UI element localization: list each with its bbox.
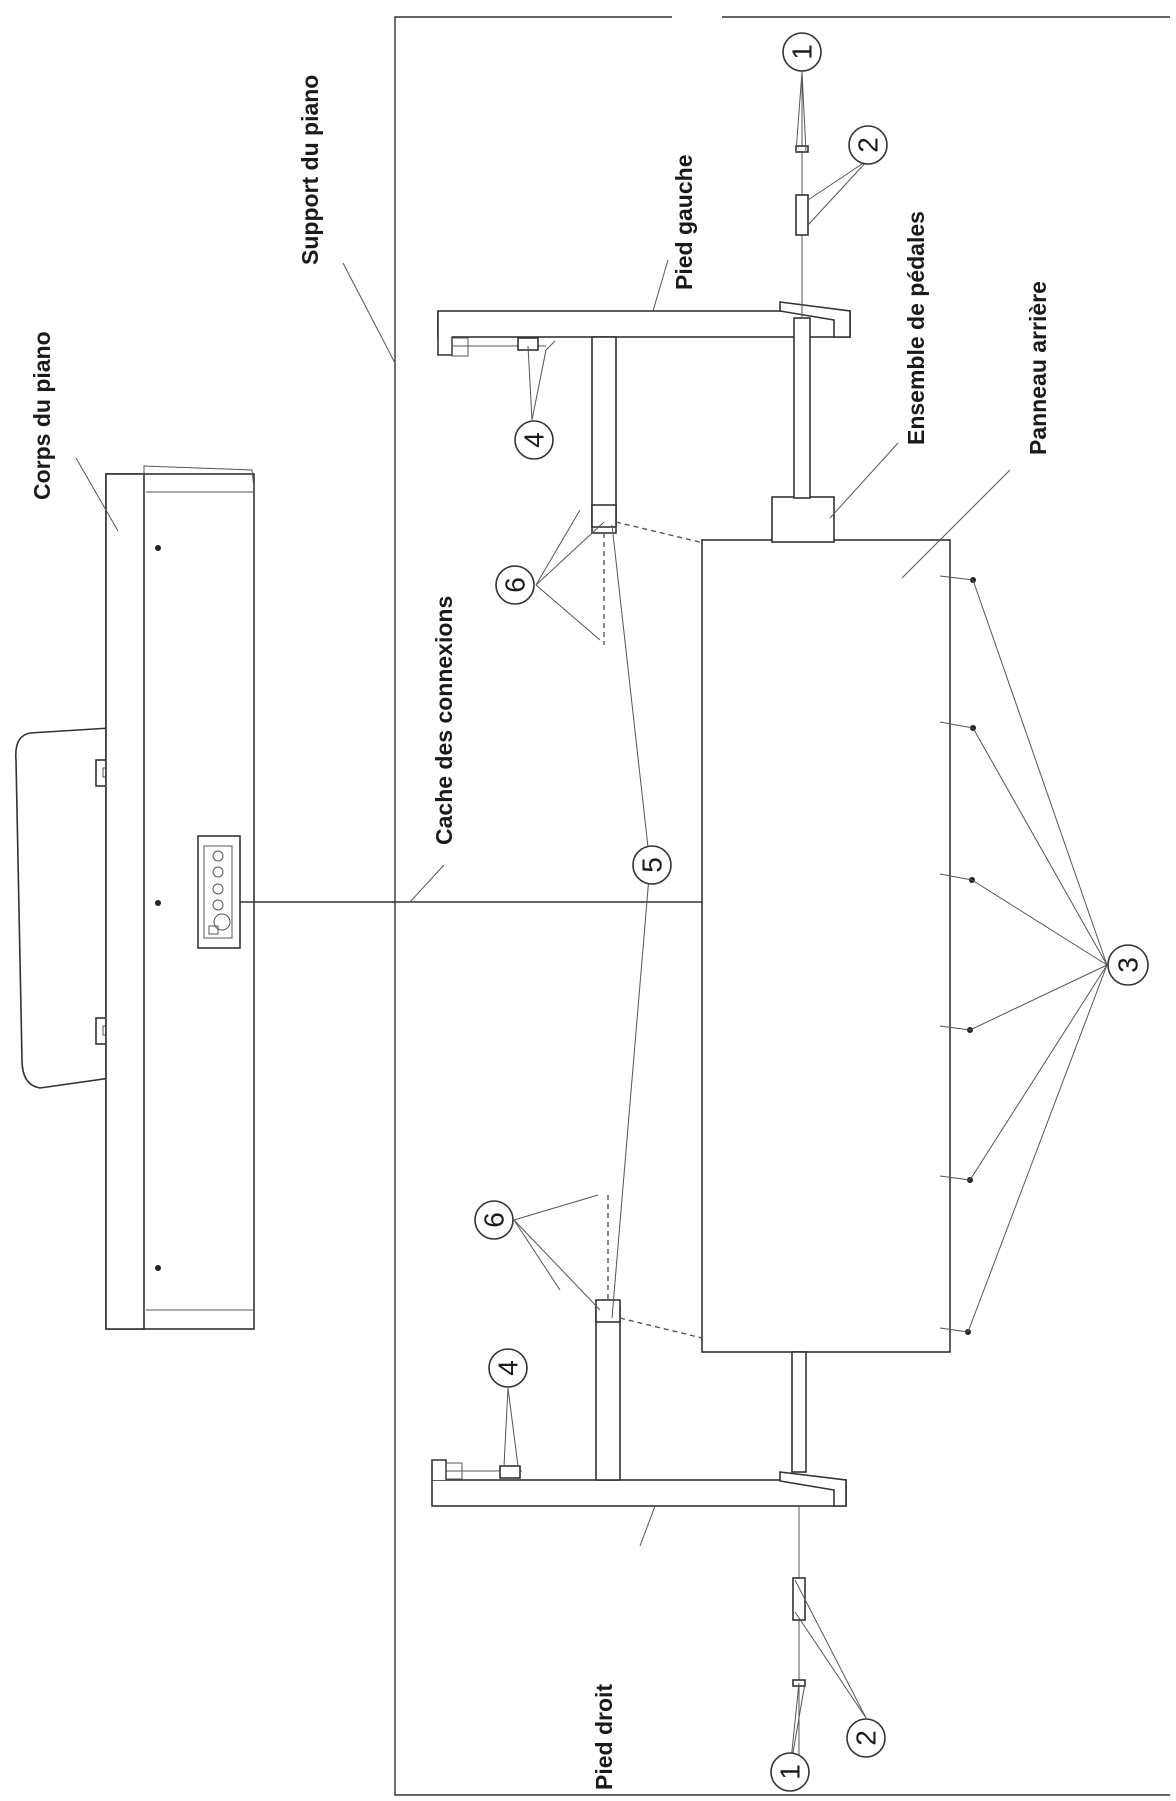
callout-1-bottom: 1 [770, 1752, 810, 1792]
callout-5: 5 [632, 845, 672, 885]
label-left-leg: Pied gauche [671, 155, 697, 290]
label-pedal-assembly: Ensemble de pédales [903, 211, 929, 445]
back-panel-leader [901, 469, 1011, 579]
callout-6-top: 6 [495, 565, 535, 605]
callout-6-bottom: 6 [474, 1200, 514, 1240]
callout-number: 4 [493, 1360, 524, 1376]
right-leg-leader [639, 1505, 656, 1547]
piano-body-leader [75, 457, 119, 532]
connection-cover-leader [409, 864, 445, 903]
left-leg [437, 301, 851, 357]
callout-2-bottom: 2 [846, 1718, 886, 1758]
left-stretcher [591, 336, 713, 645]
callout-number: 3 [1113, 957, 1144, 973]
back-panel [701, 539, 951, 1353]
callout-number: 1 [787, 44, 818, 60]
right-stretcher [595, 1195, 703, 1481]
piano-body [14, 465, 255, 1330]
callout-number: 5 [637, 857, 668, 873]
callout-number: 6 [479, 1212, 510, 1228]
callout-number: 6 [500, 577, 531, 593]
label-back-panel: Panneau arrière [1025, 281, 1051, 455]
callout-1-top: 1 [782, 32, 822, 72]
pedal-assembly-leader [829, 442, 899, 519]
callout-number: 2 [851, 1730, 882, 1746]
right-leg [431, 1459, 847, 1507]
label-piano-stand: Support du piano [297, 75, 323, 265]
callout-number: 4 [519, 432, 550, 448]
stand-frame [394, 16, 1170, 1796]
callout-number: 2 [853, 137, 884, 153]
left-leg-leader [652, 259, 669, 312]
label-connection-cover: Cache des connexions [431, 596, 457, 845]
callout-2-top: 2 [848, 125, 888, 165]
callout-3: 3 [1107, 944, 1149, 986]
piano-stand-leader [342, 262, 396, 364]
callout-4-top: 4 [514, 420, 554, 460]
label-piano-body: Corps du piano [29, 331, 55, 500]
callout-leaders [503, 71, 1108, 1771]
callout-4-bottom: 4 [488, 1348, 528, 1388]
label-right-leg: Pied droit [591, 1684, 617, 1790]
callout-number: 1 [775, 1764, 806, 1780]
